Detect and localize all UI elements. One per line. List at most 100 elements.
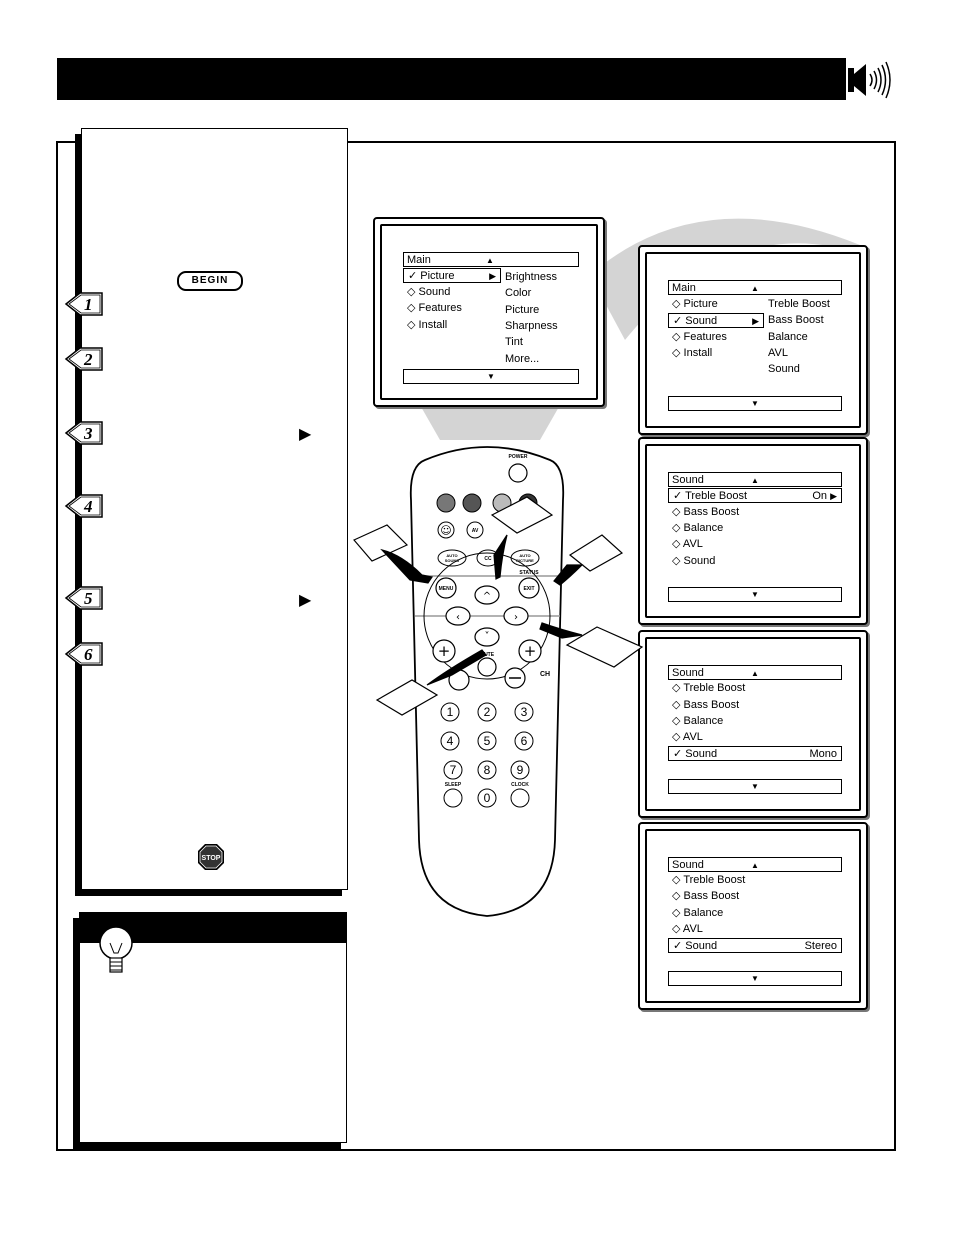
digit-9-button: 9: [517, 763, 524, 777]
submenu-treble-boost: Treble Boost: [768, 298, 830, 310]
scroll-down-indicator: ▼: [668, 396, 842, 411]
pointing-hands: [353, 496, 644, 716]
green-key-button[interactable]: [462, 493, 482, 513]
tv-screen-sound-mono: Sound▲ ◇ Treble Boost ◇ Bass Boost ◇ Bal…: [638, 630, 868, 818]
av-label: AV: [472, 528, 479, 534]
menu-item-balance[interactable]: ◇ Balance: [672, 907, 724, 919]
scroll-down-indicator: ▼: [668, 779, 842, 794]
menu-item-bass-boost[interactable]: ◇ Bass Boost: [672, 699, 740, 711]
av-button[interactable]: [466, 521, 484, 539]
auto-sound-button[interactable]: [437, 549, 467, 567]
digit-0-button: 0: [484, 791, 491, 805]
cursor-right-button[interactable]: [503, 606, 529, 626]
power-button[interactable]: [508, 463, 528, 483]
menu-item-install[interactable]: ◇ Install: [672, 347, 713, 359]
step-5-badge: 5: [64, 585, 103, 611]
stop-label: STOP: [202, 855, 221, 862]
step-number: 1: [84, 295, 93, 314]
digit-3-button: 3: [521, 705, 528, 719]
speaker-sound-icon: [846, 58, 902, 102]
menu-item-sound[interactable]: ◇ Sound: [407, 286, 451, 298]
menu-item-bass-boost[interactable]: ◇ Bass Boost: [672, 506, 740, 518]
power-label: POWER: [509, 454, 528, 460]
digit-2-button: 2: [484, 705, 491, 719]
remote-control: POWER ☺ AV AUTO SOUND CC AUTO PICTURE ME…: [409, 446, 565, 917]
menu-item-picture[interactable]: ◇ Picture: [672, 298, 718, 310]
menu-item-treble-boost[interactable]: ◇ Treble Boost: [672, 682, 746, 694]
step-number: 6: [84, 645, 93, 664]
tv-screen-sound-stereo: Sound▲ ◇ Treble Boost ◇ Bass Boost ◇ Bal…: [638, 822, 868, 1010]
cc-label: CC: [484, 556, 492, 562]
ch-label: CH: [540, 671, 550, 678]
cursor-down-button[interactable]: [474, 627, 500, 647]
menu-item-balance[interactable]: ◇ Balance: [672, 522, 724, 534]
step-4-badge: 4: [64, 493, 103, 519]
begin-badge: BEGIN: [177, 271, 243, 291]
smiley-button[interactable]: [437, 521, 455, 539]
step-3-badge: 3: [64, 420, 103, 446]
menu-button[interactable]: [435, 577, 457, 599]
sleep-button[interactable]: [443, 788, 463, 808]
submenu-balance: Balance: [768, 331, 808, 343]
mute-button[interactable]: [477, 657, 497, 677]
auto-sound-label-2: SOUND: [445, 558, 460, 563]
menu-header: Sound▲: [668, 472, 842, 487]
sleep-label: SLEEP: [445, 782, 462, 788]
sound-mode-value: Mono: [809, 748, 837, 760]
submenu-sharpness: Sharpness: [505, 320, 558, 332]
digit-5-button: 5: [484, 734, 491, 748]
menu-item-avl[interactable]: ◇ AVL: [672, 731, 703, 743]
chevron-down-icon: ˅: [485, 630, 490, 642]
menu-item-picture[interactable]: ✓ Picture▶: [403, 268, 501, 283]
chevron-left-icon: ‹: [456, 612, 460, 623]
volume-up-button[interactable]: [432, 639, 456, 663]
menu-item-balance[interactable]: ◇ Balance: [672, 715, 724, 727]
chevron-up-icon: ^: [483, 591, 491, 602]
digit-7-button: 7: [450, 763, 457, 777]
scroll-down-indicator: ▼: [668, 971, 842, 986]
cursor-up-button[interactable]: [474, 585, 500, 605]
clock-button[interactable]: [510, 788, 530, 808]
auto-sound-label-1: AUTO: [446, 553, 457, 558]
exit-button[interactable]: [518, 577, 540, 599]
plus-icon: +: [438, 642, 451, 660]
page-title-bar: [57, 58, 846, 100]
tv-screen-main-sound: Main▲ ◇ Picture ✓ Sound▶ ◇ Features ◇ In…: [638, 245, 868, 435]
auto-picture-label-1: AUTO: [519, 553, 530, 558]
right-arrow-icon: ▶: [299, 592, 312, 609]
stop-sign-icon: STOP: [197, 843, 225, 871]
lightbulb-icon: [86, 913, 146, 979]
chevron-right-icon: ›: [514, 612, 518, 623]
step-number: 3: [83, 424, 93, 443]
menu-item-treble-boost[interactable]: ◇ Treble Boost: [672, 874, 746, 886]
submenu-bass-boost: Bass Boost: [768, 314, 824, 326]
cursor-left-button[interactable]: [445, 606, 471, 626]
menu-header: Sound▲: [668, 665, 842, 680]
menu-item-install[interactable]: ◇ Install: [407, 319, 448, 331]
step-6-badge: 6: [64, 641, 103, 667]
step-2-badge: 2: [64, 346, 103, 372]
steps-panel: [81, 128, 348, 890]
menu-item-avl[interactable]: ◇ AVL: [672, 538, 703, 550]
submenu-sound: Sound: [768, 363, 800, 375]
scroll-down-indicator: ▼: [403, 369, 579, 384]
red-key-button[interactable]: [436, 493, 456, 513]
menu-item-sound[interactable]: ◇ Sound: [672, 555, 716, 567]
menu-item-bass-boost[interactable]: ◇ Bass Boost: [672, 890, 740, 902]
menu-item-features[interactable]: ◇ Features: [672, 331, 727, 343]
scroll-down-indicator: ▼: [668, 587, 842, 602]
digit-1-button: 1: [447, 705, 454, 719]
menu-header: Main▲: [668, 280, 842, 295]
tv-screen-main-picture: Main▲ ✓ Picture▶ ◇ Sound ◇ Features ◇ In…: [373, 217, 605, 407]
channel-up-button[interactable]: [518, 639, 542, 663]
menu-item-sound[interactable]: ✓ Sound▶: [668, 313, 764, 328]
menu-item-features[interactable]: ◇ Features: [407, 302, 462, 314]
menu-item-avl[interactable]: ◇ AVL: [672, 923, 703, 935]
submenu-more: More...: [505, 353, 540, 365]
submenu-brightness: Brightness: [505, 271, 557, 283]
step-number: 2: [83, 350, 93, 369]
